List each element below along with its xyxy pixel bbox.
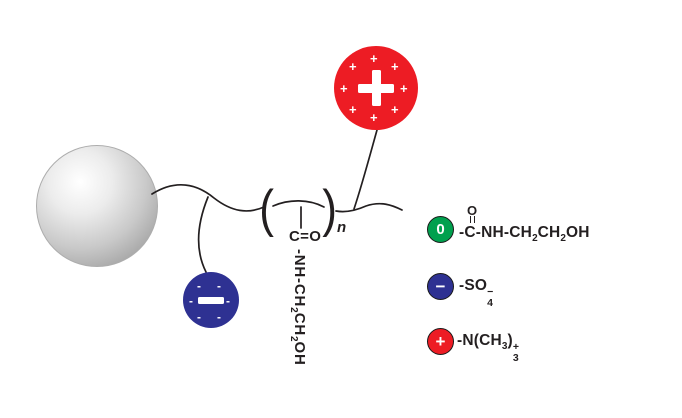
legend-cation-icon: + bbox=[427, 328, 454, 355]
ammonium-fragment: ) bbox=[507, 332, 513, 349]
repeat-index: n bbox=[337, 219, 347, 236]
cation-tether bbox=[353, 129, 378, 210]
amide-fragment: -C-NH-CH bbox=[459, 224, 533, 241]
repeat-unit-chain bbox=[272, 200, 325, 208]
minus-mark: - bbox=[217, 279, 221, 293]
anion-tether bbox=[197, 196, 209, 273]
amide-oxygen: O bbox=[467, 203, 478, 218]
repeat-paren-open: ( bbox=[259, 180, 275, 238]
cation-badge: + + + + + + + + bbox=[334, 46, 418, 130]
zero-glyph: 0 bbox=[436, 221, 445, 238]
plus-mark: + bbox=[391, 59, 399, 74]
amide-subscript: 2 bbox=[532, 233, 538, 244]
amide-fragment: OH bbox=[565, 224, 590, 241]
plus-mark: + bbox=[370, 51, 378, 66]
ammonium-charge-stack: +3 bbox=[513, 342, 519, 363]
legend-anion-icon: − bbox=[427, 273, 454, 300]
chain-exit-curve bbox=[335, 202, 403, 213]
legend-amide-formula: O -C-NH-CH2CH2OH bbox=[459, 203, 590, 247]
plus-glyph: + bbox=[435, 332, 446, 351]
ammonium-fragment: -N(CH bbox=[457, 332, 502, 349]
amide-fragment: CH bbox=[537, 224, 561, 241]
plus-mark: + bbox=[391, 102, 399, 117]
ammonium-subscript: 3 bbox=[512, 351, 519, 364]
main-chain-curve bbox=[151, 184, 265, 212]
sulfate-charge-stack: −4 bbox=[487, 287, 493, 308]
amide-main-line: -C-NH-CH2CH2OH bbox=[459, 224, 590, 244]
sulfate-superscript: − bbox=[487, 286, 494, 298]
side-chain-part: -NH-CH bbox=[291, 249, 308, 308]
ammonium-superscript: + bbox=[512, 341, 520, 353]
repeat-paren-close: ) bbox=[322, 180, 338, 238]
minus-icon bbox=[198, 296, 224, 304]
sulfate-fragment: -SO bbox=[459, 277, 488, 294]
ammonium-subscript: 3 bbox=[501, 341, 508, 352]
legend-neutral-icon: 0 bbox=[427, 216, 454, 243]
double-bond-icon bbox=[470, 216, 475, 223]
plus-mark: + bbox=[349, 102, 357, 117]
carbonyl-group: C=O bbox=[289, 228, 322, 245]
plus-mark: + bbox=[349, 59, 357, 74]
minus-mark: - bbox=[189, 294, 193, 308]
legend-sulfate-formula: -SO−4 bbox=[459, 277, 494, 308]
minus-mark: - bbox=[197, 279, 201, 293]
anion-badge: - - - - - - bbox=[183, 272, 239, 328]
minus-mark: - bbox=[197, 310, 201, 324]
amide-subscript: 2 bbox=[560, 233, 566, 244]
minus-mark: - bbox=[226, 294, 230, 308]
resin-bead bbox=[36, 145, 158, 267]
legend-ammonium-formula: -N(CH3)+3 bbox=[457, 332, 519, 363]
side-chain-formula: -NH-CH2CH2OH bbox=[288, 249, 308, 366]
side-chain-part: CH bbox=[291, 312, 308, 336]
sulfate-subscript: 4 bbox=[487, 296, 494, 309]
plus-mark: + bbox=[400, 81, 408, 96]
plus-icon bbox=[371, 70, 381, 106]
side-chain-part: OH bbox=[291, 341, 308, 366]
plus-mark: + bbox=[370, 110, 378, 125]
plus-mark: + bbox=[340, 81, 348, 96]
minus-glyph: − bbox=[435, 277, 446, 296]
minus-mark: - bbox=[217, 310, 221, 324]
